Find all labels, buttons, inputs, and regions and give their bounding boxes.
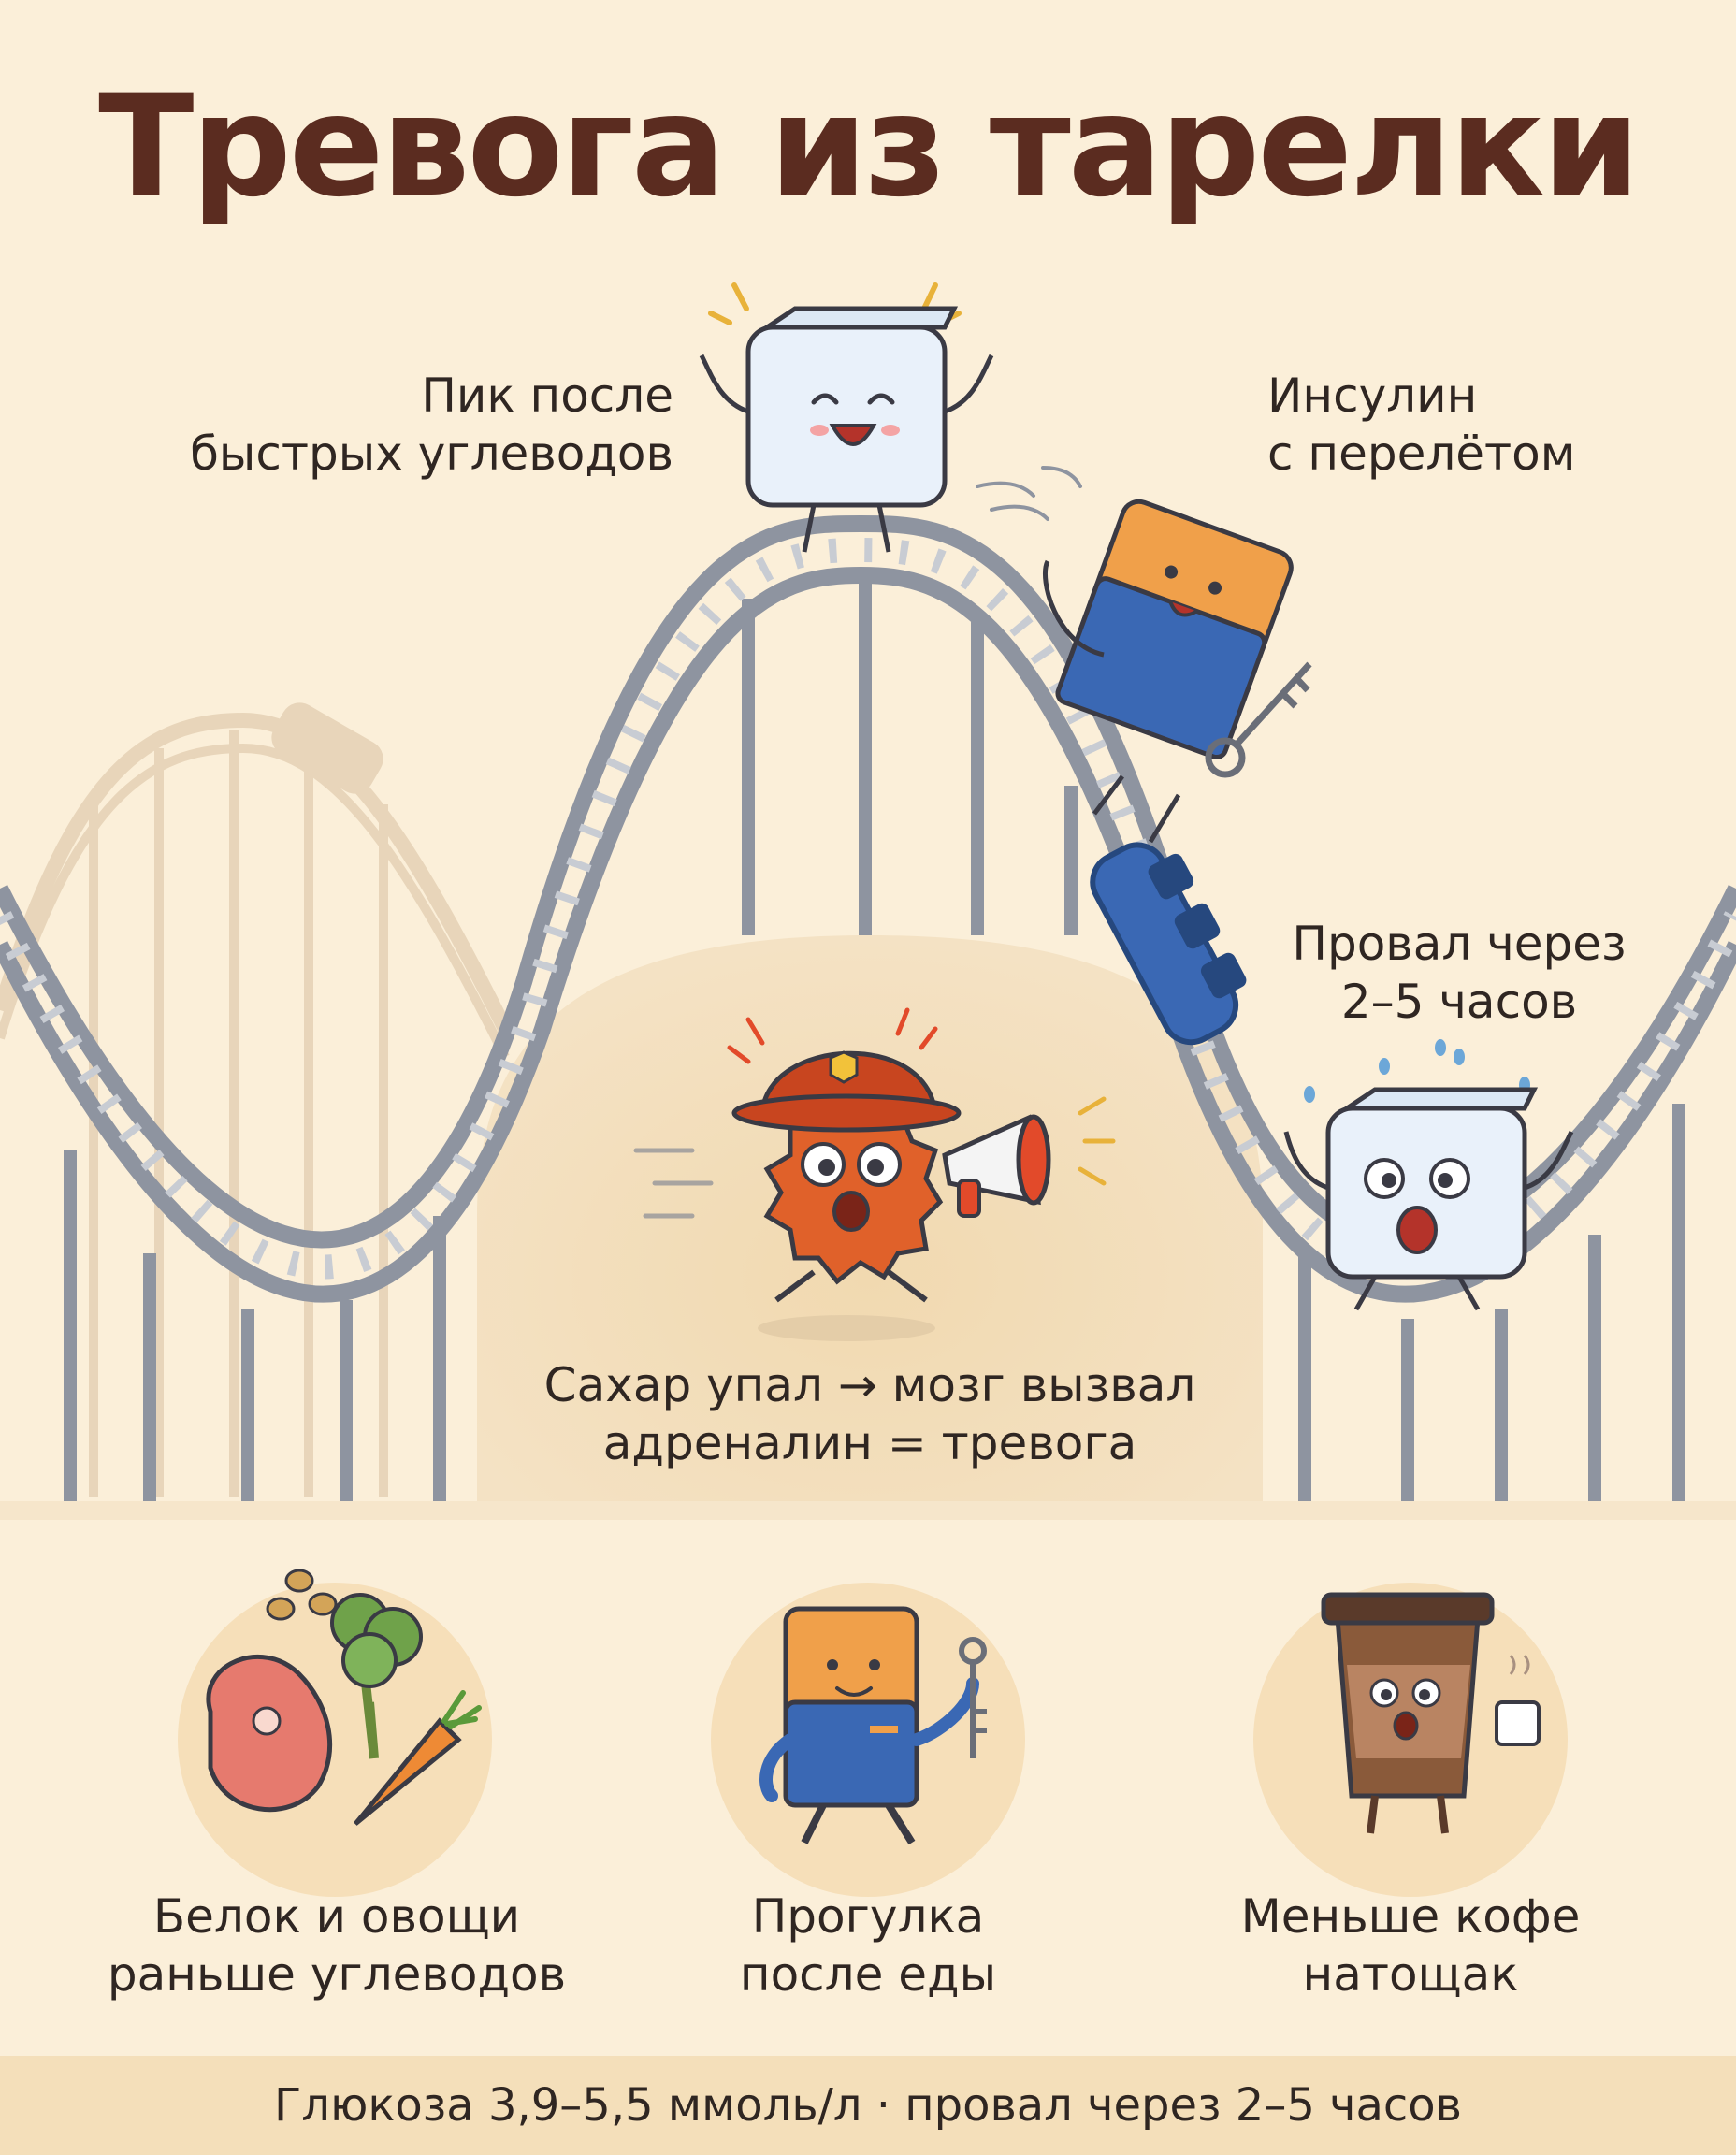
tip-protein-label: Белок и овощи раньше углеводов — [107, 1889, 567, 2002]
insulin-character-icon — [976, 466, 1312, 844]
key-icon — [1205, 661, 1312, 778]
coffee-cup-icon — [1321, 1592, 1541, 1834]
adrenaline-label: Сахар упал → мозг вызвал адреналин = тре… — [543, 1358, 1196, 1470]
peak-label: Пик после быстрых углеводов — [190, 369, 673, 481]
walking-insulin-icon — [760, 1606, 987, 1845]
adrenaline-character-icon — [633, 1007, 1116, 1341]
tip-coffee-circle — [1253, 1583, 1568, 1897]
scared-sugar-cube-icon — [1283, 1039, 1574, 1311]
background-coaster-icon — [0, 702, 513, 1497]
tip-walk-circle — [711, 1583, 1025, 1897]
insulin-label: Инсулин с перелётом — [1267, 369, 1576, 481]
page-title: Тревога из тарелки — [98, 65, 1641, 228]
footer-bar: Глюкоза 3,9–5,5 ммоль/л · провал через 2… — [0, 2056, 1736, 2155]
happy-sugar-cube-icon — [699, 282, 994, 553]
tip-protein-circle — [178, 1569, 492, 1897]
footer-text: Глюкоза 3,9–5,5 ммоль/л · провал через 2… — [274, 2079, 1462, 2132]
tip-coffee-label: Меньше кофе натощак — [1240, 1889, 1581, 2002]
tip-walk-label: Прогулка после еды — [739, 1889, 997, 2002]
megaphone-icon — [942, 1114, 1051, 1218]
coaster-supports — [64, 580, 1685, 1506]
coaster-car-icon — [1090, 842, 1247, 1046]
protein-vegetables-icon — [206, 1569, 482, 1826]
section-divider — [0, 1501, 1736, 1520]
dip-label: Провал через 2–5 часов — [1292, 917, 1627, 1029]
